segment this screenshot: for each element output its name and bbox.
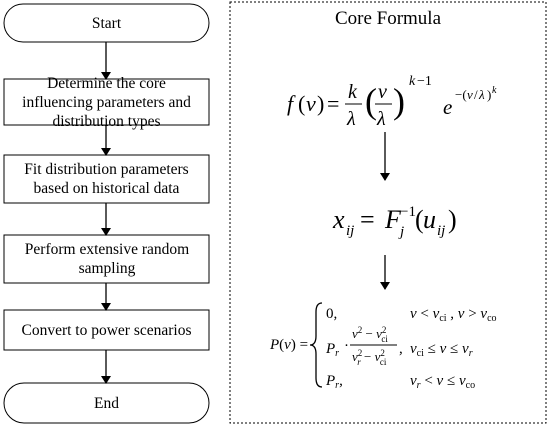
svg-text:(: ( xyxy=(298,91,305,116)
svg-text:vr < v ≤ vco: vr < v ≤ vco xyxy=(410,373,475,391)
step3-label: Perform extensive random sampling xyxy=(24,241,190,277)
svg-text:−1: −1 xyxy=(417,74,432,89)
formula-panel-title: Core Formula xyxy=(334,8,442,29)
svg-text:j: j xyxy=(398,224,404,240)
end-label: End xyxy=(94,394,119,412)
svg-text:vci ≤ v ≤ vr: vci ≤ v ≤ vr xyxy=(410,341,473,359)
svg-text:−1: −1 xyxy=(400,204,416,220)
svg-text:F: F xyxy=(384,205,402,234)
formula-panel-border xyxy=(229,1,547,424)
svg-text:ij: ij xyxy=(437,223,445,239)
step4-label: Convert to power scenarios xyxy=(21,321,192,339)
svg-text:λ: λ xyxy=(346,108,356,130)
svg-text:x: x xyxy=(332,205,345,234)
svg-text:f: f xyxy=(287,91,296,116)
svg-text:v: v xyxy=(378,81,387,103)
svg-text:v: v xyxy=(306,91,316,116)
svg-text:·: · xyxy=(344,338,349,354)
step1-label: Determine the core influencing parameter… xyxy=(22,74,191,130)
svg-text:,: , xyxy=(399,341,403,357)
svg-text:λ: λ xyxy=(376,108,386,130)
step3-node xyxy=(3,234,210,284)
svg-text:(: ( xyxy=(365,81,377,121)
svg-text:k: k xyxy=(409,74,416,89)
svg-text:v < vci , v > vco: v < vci , v > vco xyxy=(410,306,497,324)
svg-text:λ: λ xyxy=(478,87,485,102)
svg-text:): ) xyxy=(448,205,457,234)
svg-text:Pr: Pr xyxy=(325,341,339,359)
step1-node xyxy=(3,78,210,126)
svg-text:Pr,: Pr, xyxy=(325,373,343,391)
svg-text:−(: −( xyxy=(455,87,467,102)
svg-text:=: = xyxy=(360,205,375,234)
svg-text:0,: 0, xyxy=(326,306,337,322)
start-label: Start xyxy=(91,14,122,32)
svg-text:): ) xyxy=(487,87,491,102)
svg-text:k: k xyxy=(348,81,358,103)
power-curve-formula: P(v) = 0, v < vci , v > vco Pr · v2 − v2… xyxy=(269,302,497,391)
svg-text:(: ( xyxy=(415,205,424,234)
svg-text:/: / xyxy=(474,87,478,102)
svg-text:e: e xyxy=(443,95,452,119)
svg-text:): ) xyxy=(393,81,405,121)
svg-text:k: k xyxy=(492,85,497,96)
svg-text:v: v xyxy=(467,87,473,102)
inverse-transform-formula: x ij = F j −1 ( u ij ) xyxy=(332,204,457,240)
step2-label: Fit distribution parameters based on his… xyxy=(24,161,189,197)
svg-text:P(v) =: P(v) = xyxy=(269,337,308,353)
svg-text:=: = xyxy=(327,91,339,116)
svg-text:ij: ij xyxy=(346,223,354,239)
svg-text:): ) xyxy=(317,91,324,116)
weibull-pdf-formula: f ( v ) = k λ ( v λ ) k −1 e −( v / λ ) … xyxy=(287,74,497,130)
svg-text:u: u xyxy=(423,205,436,234)
